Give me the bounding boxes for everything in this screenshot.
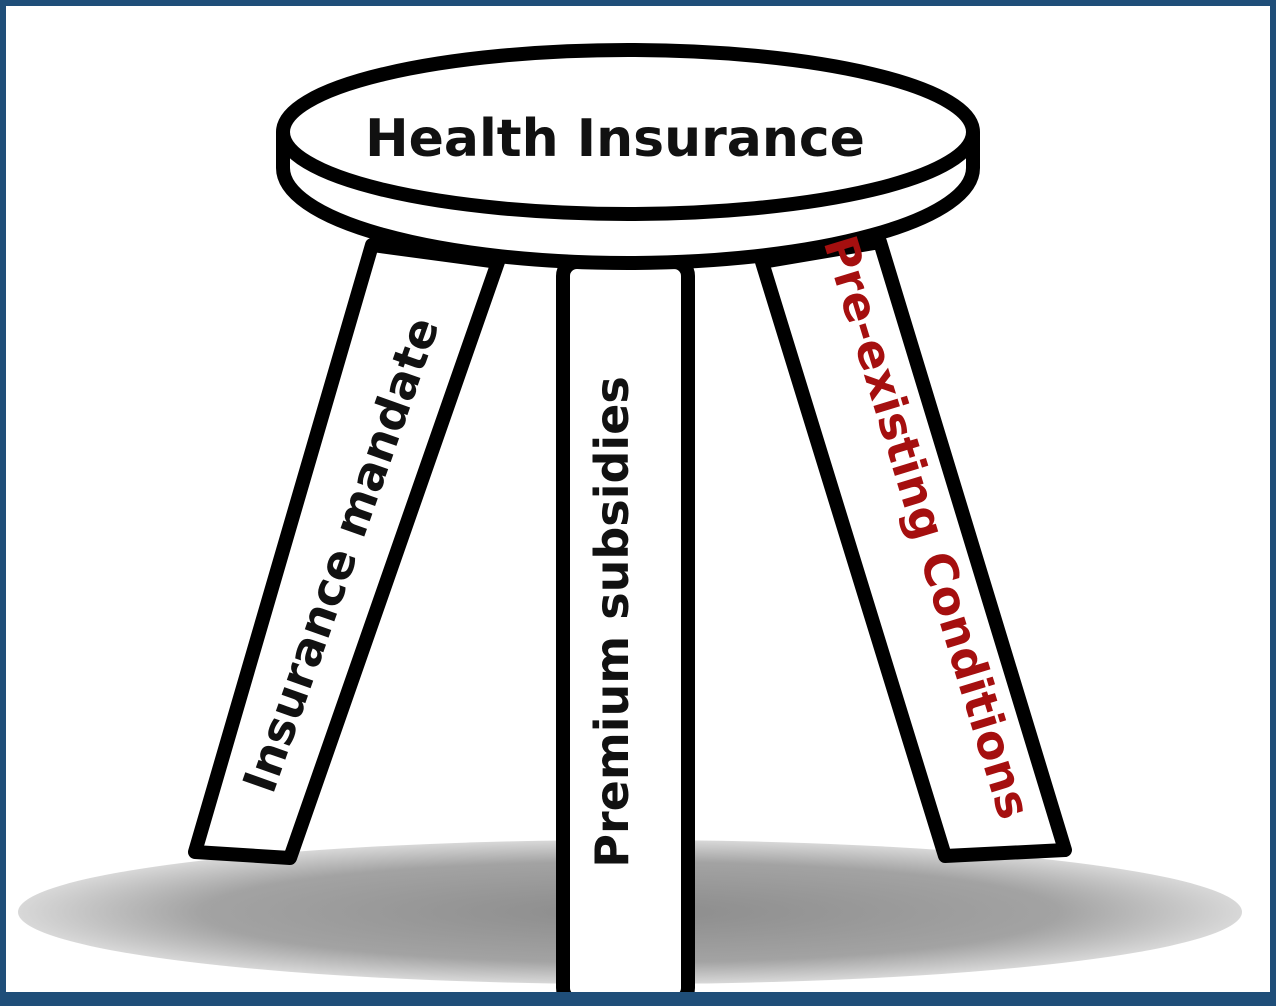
bottom-border	[0, 992, 1276, 1006]
stool-seat	[276, 43, 980, 270]
leg-label-premium-subsidies: Premium subsidies	[585, 376, 639, 867]
seat-label: Health Insurance	[365, 109, 865, 169]
seat-top	[276, 43, 980, 221]
